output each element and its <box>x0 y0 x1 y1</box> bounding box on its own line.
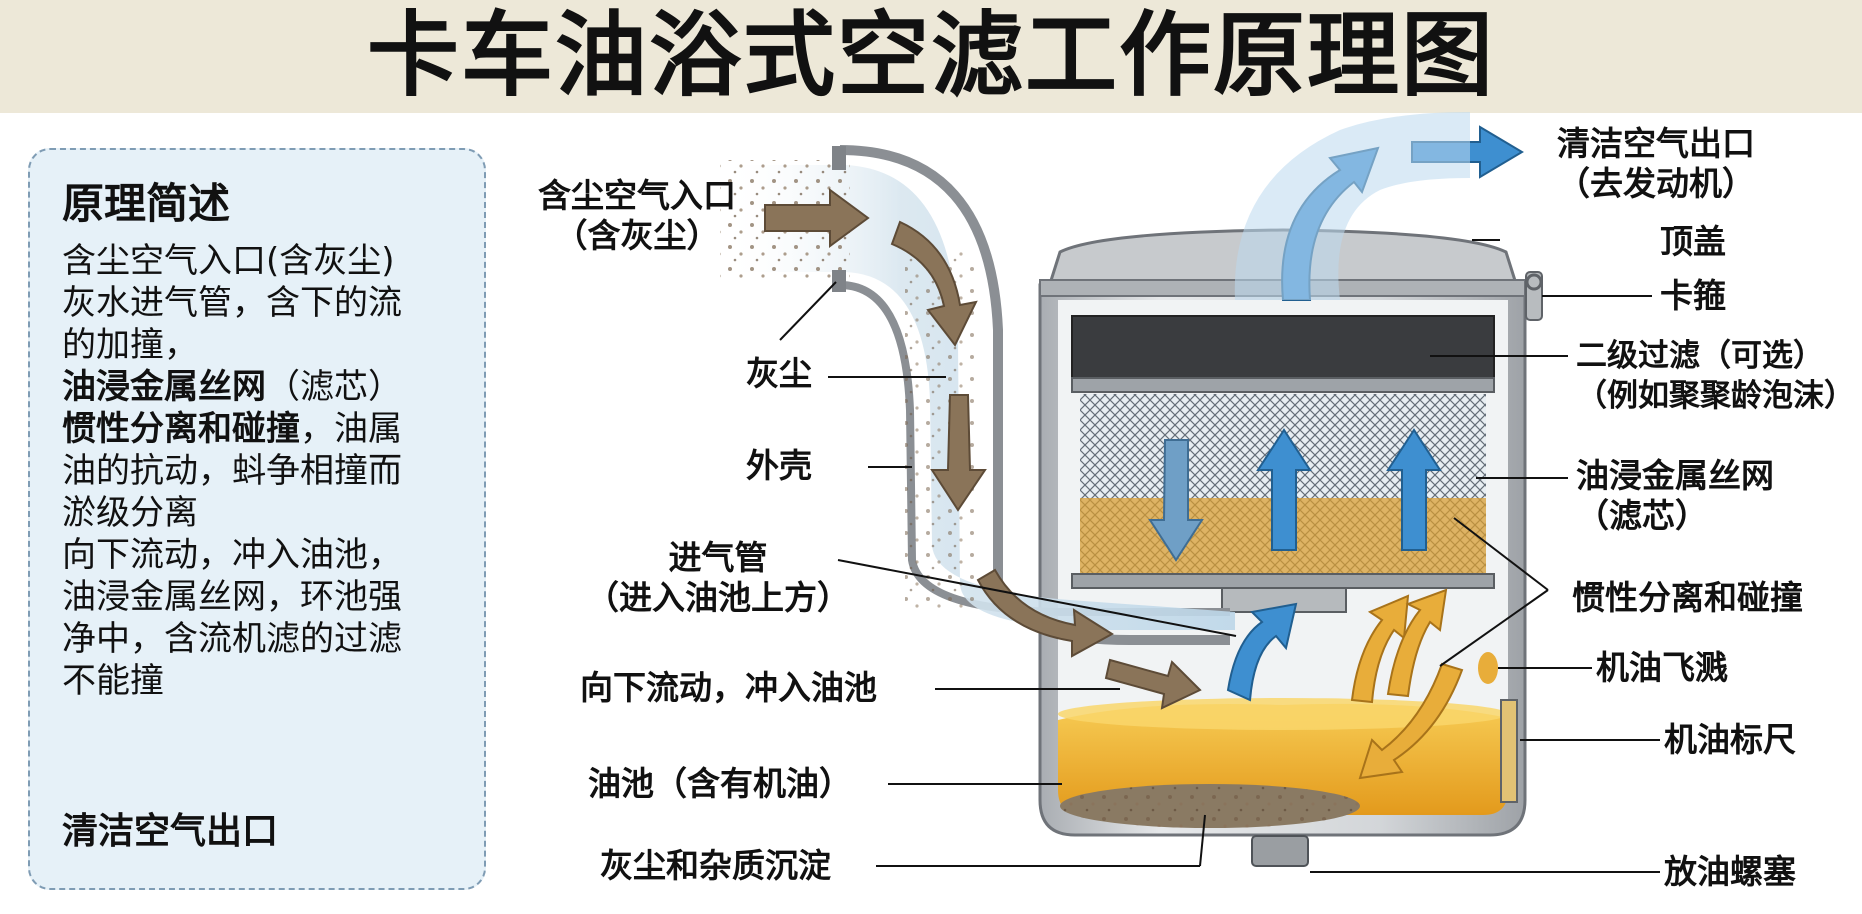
label-oil-pool: 油池（含有机油） <box>588 764 852 803</box>
label-inlet: 含尘空气入口 （含灰尘） <box>526 176 748 256</box>
oil-surface <box>1058 698 1508 730</box>
splash-arrow <box>1350 594 1410 704</box>
summary-line-rest: （滤芯） <box>266 367 402 407</box>
label-clamp: 卡箍 <box>1660 276 1726 315</box>
inlet-flange-top <box>832 146 846 170</box>
summary-heading: 原理简述 <box>62 179 231 228</box>
clean-arrow <box>1256 428 1312 551</box>
dipstick <box>1500 699 1518 803</box>
label-outlet: 清洁空气出口 （去发动机） <box>1544 124 1768 204</box>
summary-line: 淤级分离 <box>62 493 198 533</box>
label-shell: 外壳 <box>746 446 812 485</box>
label-intake-pipe: 进气管 （进入油池上方） <box>580 538 856 618</box>
clean-air-outlet-stream <box>1234 112 1470 300</box>
summary-line: 油的抗动，蚪争相撞而 <box>62 451 402 491</box>
mesh-down-arrow <box>1148 439 1204 562</box>
summary-line: 油浸金属丝网（滤芯） <box>62 366 482 408</box>
label-mesh-filter: 油浸金属丝网 （滤芯） <box>1576 456 1774 536</box>
label-top-cover: 顶盖 <box>1660 222 1726 261</box>
label-outlet-line1: 清洁空气出口 <box>1557 124 1755 163</box>
title-band <box>0 0 1862 113</box>
summary-line: 向下流动，冲入油池， <box>62 535 402 575</box>
leader-line <box>1439 589 1549 667</box>
page-title: 卡车油浴式空滤工作原理图 <box>366 2 1495 109</box>
leader-line <box>779 281 837 341</box>
summary-line: 灰水进气管，含下的流 <box>62 283 402 323</box>
leader-lines <box>779 239 1660 873</box>
summary-body: 含尘空气入口(含灰尘) 灰水进气管，含下的流 的加撞， 油浸金属丝网（滤芯） 惯… <box>62 240 482 702</box>
label-dust: 灰尘 <box>746 354 812 393</box>
dusty-arrow <box>1104 658 1202 710</box>
inlet-flange-bottom <box>832 270 846 292</box>
label-outlet-line2: （去发动机） <box>1557 164 1755 203</box>
sediment-particles <box>1060 784 1360 828</box>
clamp-bolt <box>1525 273 1543 291</box>
label-inlet-line1: 含尘空气入口 <box>538 176 736 215</box>
dusty-arrow <box>764 188 870 248</box>
leader-line <box>1453 517 1549 591</box>
label-mesh-filter-line1: 油浸金属丝网 <box>1576 456 1774 495</box>
clean-arrow <box>1226 602 1298 702</box>
summary-panel <box>28 148 486 890</box>
summary-line: 惯性分离和碰撞，油属 <box>62 408 482 450</box>
dusty-arrow <box>976 568 1114 658</box>
label-intake-pipe-line2: （进入油池上方） <box>586 578 850 617</box>
label-inlet-line2: （含灰尘） <box>554 216 720 255</box>
summary-footer: 清洁空气出口 <box>62 811 279 852</box>
summary-line: 含尘空气入口(含灰尘) <box>62 241 395 281</box>
oil-splash-arrows <box>1350 588 1464 780</box>
splash-arrow <box>1386 588 1448 698</box>
splash-arrow <box>1358 662 1464 780</box>
leader-line <box>1199 814 1206 867</box>
secondary-foam-filter <box>1071 315 1495 379</box>
dusty-arrow <box>890 220 978 347</box>
label-inertial-separation: 惯性分离和碰撞 <box>1572 578 1803 617</box>
clean-arrow <box>1386 428 1442 551</box>
summary-line: 不能撞 <box>62 661 164 701</box>
label-secondary-filter-line1: 二级过滤（可选） <box>1576 338 1824 374</box>
label-downflow: 向下流动，冲入油池 <box>580 668 877 707</box>
filter-top-plate <box>1071 377 1495 393</box>
summary-line-bold: 惯性分离和碰撞 <box>62 409 300 449</box>
label-secondary-filter-line2: （例如聚聚龄泡沫） <box>1576 378 1855 414</box>
filter-bottom-plate <box>1071 573 1495 589</box>
label-sediment: 灰尘和杂质沉淀 <box>600 846 831 885</box>
summary-line: 油浸金属丝网，环池强 <box>62 577 402 617</box>
label-drain-plug: 放油螺塞 <box>1664 852 1796 891</box>
summary-line: 的加撞， <box>62 325 198 365</box>
label-oil-splash: 机油飞溅 <box>1596 648 1728 687</box>
dusty-arrow <box>930 394 987 512</box>
label-intake-pipe-line1: 进气管 <box>668 538 768 577</box>
drain-plug <box>1251 835 1309 867</box>
oil-droplet <box>1478 652 1498 684</box>
label-secondary-filter: 二级过滤（可选） （例如聚聚龄泡沫） <box>1576 336 1855 416</box>
summary-line: 净中，含流机滤的过滤 <box>62 619 402 659</box>
summary-line-bold: 油浸金属丝网 <box>62 367 266 407</box>
label-dipstick: 机油标尺 <box>1664 720 1796 759</box>
label-mesh-filter-line2: （滤芯） <box>1576 496 1708 535</box>
dusty-air-arrows <box>764 188 1202 710</box>
leader-line <box>837 559 1237 637</box>
summary-line-rest: ，油属 <box>300 409 402 449</box>
